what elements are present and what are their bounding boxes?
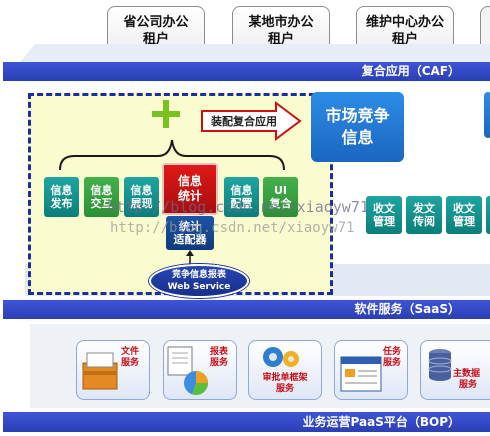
bop-line1: 报表 <box>210 347 229 357</box>
module-info-interact[interactable]: 信息 交互 <box>84 177 119 217</box>
tenant-line2: 租户 <box>391 32 418 47</box>
module-line1: 信息 <box>230 184 253 197</box>
module-info-publish[interactable]: 信息 发布 <box>44 177 79 217</box>
module-line2: 交互 <box>90 197 113 210</box>
market-line1: 市场竞争 <box>325 106 390 125</box>
module-info-display[interactable]: 信息 展现 <box>124 177 159 217</box>
folder-box-icon <box>82 352 118 390</box>
bop-master-data-service[interactable]: 主数据 服务 <box>420 340 490 400</box>
tenant-line2: 租户 <box>267 32 294 47</box>
statistics-adapter[interactable]: 统计 适配器 <box>166 216 214 250</box>
bop-layer-band: 业务运营PaaS平台（BOP） <box>3 412 490 432</box>
module-line1: 信息 <box>130 184 153 197</box>
bop-line2: 服务 <box>383 358 402 368</box>
saas-module-line2: 管理 <box>373 215 395 228</box>
bop-line1: 审批单框架 <box>262 373 308 383</box>
adapter-line1: 统计 <box>179 220 201 233</box>
tenant-line1: 省公司办公 <box>123 15 189 30</box>
module-ui-compose[interactable]: UI 复合 <box>263 177 298 217</box>
bop-file-service[interactable]: 文件 服务 <box>76 340 150 400</box>
bop-task-service[interactable]: 任务 服务 <box>334 340 408 400</box>
market-line2: 信息 <box>341 128 374 147</box>
module-line1: 信息 <box>90 184 113 197</box>
module-info-config[interactable]: 信息 配置 <box>224 177 259 217</box>
module-line1: 信息 <box>177 174 202 188</box>
bop-approval-service[interactable]: 审批单框架 服务 <box>248 340 322 400</box>
caf-slab <box>20 44 490 62</box>
watermark-2: http://blog.csdn.net/xiaoyw71 <box>110 220 355 236</box>
module-line2: 统计 <box>177 189 202 203</box>
task-window-icon <box>340 356 382 392</box>
saas-module-partial <box>486 196 490 234</box>
market-competition-box[interactable]: 市场竞争 信息 <box>311 92 404 162</box>
webservice-line2: Web Service <box>167 282 231 292</box>
module-line2: 配置 <box>230 197 253 210</box>
caf-layer-band: 复合应用（CAF） <box>3 62 490 81</box>
saas-module-line1: 收文 <box>373 202 395 215</box>
database-icon <box>428 349 452 381</box>
bop-line2: 服务 <box>210 358 229 368</box>
saas-module-line1: 发文 <box>413 202 435 215</box>
webservice-line1: 竞争信息报表 <box>171 270 226 280</box>
module-info-statistics[interactable]: 信息 统计 <box>162 163 218 215</box>
bop-line2: 服务 <box>275 384 294 394</box>
tenant-line2: 租户 <box>142 32 169 47</box>
partial-box <box>484 92 490 138</box>
module-line2: 展现 <box>130 197 153 210</box>
bop-line2: 服务 <box>459 380 478 390</box>
gears-icon <box>263 347 299 367</box>
saas-module-dispatch[interactable]: 发文 传阅 <box>406 196 442 234</box>
plus-icon <box>152 100 180 128</box>
saas-module-receive[interactable]: 收文 管理 <box>366 196 402 234</box>
adapter-line2: 适配器 <box>173 233 207 246</box>
bop-line2: 服务 <box>121 358 140 368</box>
report-chart-icon <box>167 346 208 395</box>
brace-icon <box>59 139 285 171</box>
saas-module-line1: 收文 <box>453 202 475 215</box>
module-line1: UI <box>273 184 288 197</box>
module-line1: 信息 <box>50 184 73 197</box>
bop-line1: 文件 <box>121 347 140 357</box>
bop-report-service[interactable]: 报表 服务 <box>163 340 237 400</box>
saas-module-receive-2[interactable]: 收文 管理 <box>446 196 482 234</box>
webservice-ellipse[interactable]: 竞争信息报表 Web Service <box>149 264 249 298</box>
module-line2: 发布 <box>50 197 73 210</box>
saas-layer-band: 软件服务（SaaS） <box>3 300 490 319</box>
watermark-1: http://blog.csdn.net/xiaoyw71 <box>107 198 369 216</box>
saas-module-line2: 管理 <box>453 215 475 228</box>
bop-line1: 主数据 <box>453 369 481 379</box>
assemble-label: 装配复合应用 <box>211 115 277 128</box>
tenant-line1: 某地市办公 <box>248 15 314 30</box>
module-line2: 复合 <box>269 197 292 210</box>
saas-module-line2: 传阅 <box>413 215 435 228</box>
bop-line1: 任务 <box>383 347 402 357</box>
assemble-arrow-icon <box>201 101 302 141</box>
tenant-line1: 维护中心办公 <box>365 15 444 30</box>
